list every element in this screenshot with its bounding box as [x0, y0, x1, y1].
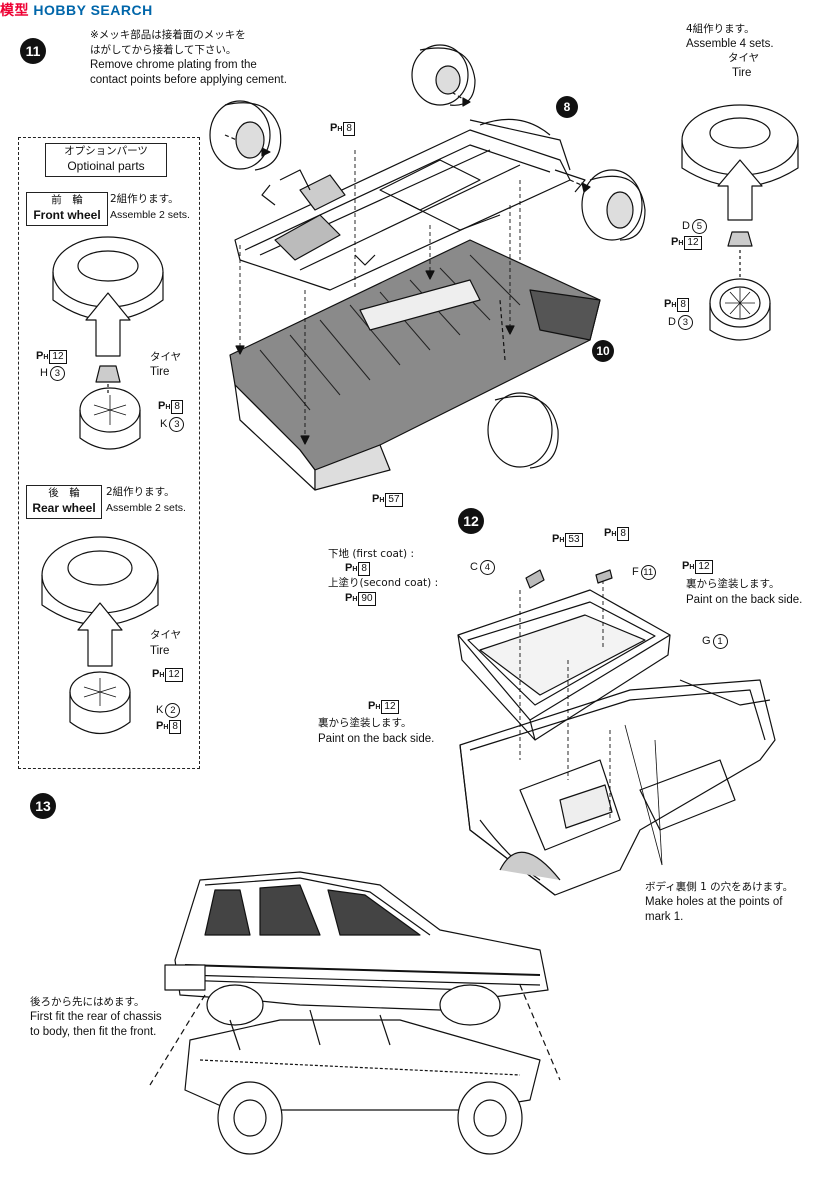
- step-13-badge: 13: [30, 793, 56, 819]
- front-sets-en: Assemble 2 sets.: [110, 209, 190, 221]
- rear-sets-jp: 2組作ります。: [106, 486, 175, 498]
- rear-tire-jp: タイヤ: [150, 629, 182, 641]
- front-wheel-label: 前 輪 Front wheel: [26, 192, 108, 226]
- holes-en2: mark 1.: [645, 911, 684, 923]
- wheel-front-right: [411, 44, 469, 106]
- ref-step-8: 8: [556, 96, 578, 118]
- fit-note-en2: to body, then fit the front.: [30, 1026, 157, 1038]
- front-tire-en: Tire: [150, 366, 170, 378]
- watermark-text: HOBBY SEARCH: [33, 2, 153, 18]
- front-tire-jp: タイヤ: [150, 351, 182, 363]
- second-coat-label: 上塗り(second coat) :: [328, 577, 439, 589]
- back-side-en-right: Paint on the back side.: [686, 594, 803, 606]
- front-sets-jp: 2組作ります。: [110, 193, 179, 205]
- watermark: 模型 HOBBY SEARCH: [0, 0, 153, 20]
- wheel-front-left: [209, 100, 271, 170]
- fit-note-jp: 後ろから先にはめます。: [30, 996, 145, 1008]
- chrome-note-en2: contact points before applying cement.: [90, 74, 287, 86]
- right-tire-en: Tire: [732, 67, 752, 79]
- fit-note-en1: First fit the rear of chassis: [30, 1011, 162, 1023]
- watermark-logo: 模型: [0, 2, 29, 18]
- back-side-jp-left: 裏から塗装します。: [318, 717, 412, 729]
- ref-step-10: 10: [592, 340, 614, 362]
- rear-sets-en: Assemble 2 sets.: [106, 502, 186, 514]
- chrome-note-jp2: はがしてから接着して下さい。: [90, 44, 237, 56]
- chrome-note-jp1: ※メッキ部品は接着面のメッキを: [90, 29, 246, 41]
- holes-en1: Make holes at the points of: [645, 896, 783, 908]
- right-sets-en: Assemble 4 sets.: [686, 38, 774, 50]
- optional-parts-title: オプションパーツ Optioinal parts: [45, 143, 167, 177]
- wheel-rear-left: [487, 392, 553, 468]
- back-side-en-left: Paint on the back side.: [318, 733, 435, 745]
- step-12-badge: 12: [458, 508, 484, 534]
- back-side-jp-right: 裏から塗装します。: [686, 578, 780, 590]
- optional-parts-box: [18, 137, 200, 769]
- holes-jp: ボディ裏側 1 の穴をあけます。: [645, 881, 794, 893]
- rolling-chassis: [184, 1019, 541, 1111]
- right-tire-jp: タイヤ: [728, 52, 760, 64]
- rear-tire-en: Tire: [150, 645, 170, 657]
- first-coat-label: 下地 (first coat) :: [328, 548, 415, 560]
- wheel-rear-right: [581, 169, 643, 241]
- rear-wheel-label: 後 輪 Rear wheel: [26, 485, 102, 519]
- step-11-badge: 11: [20, 38, 46, 64]
- chrome-note-en1: Remove chrome plating from the: [90, 59, 257, 71]
- right-sets-jp: 4組作ります。: [686, 23, 755, 35]
